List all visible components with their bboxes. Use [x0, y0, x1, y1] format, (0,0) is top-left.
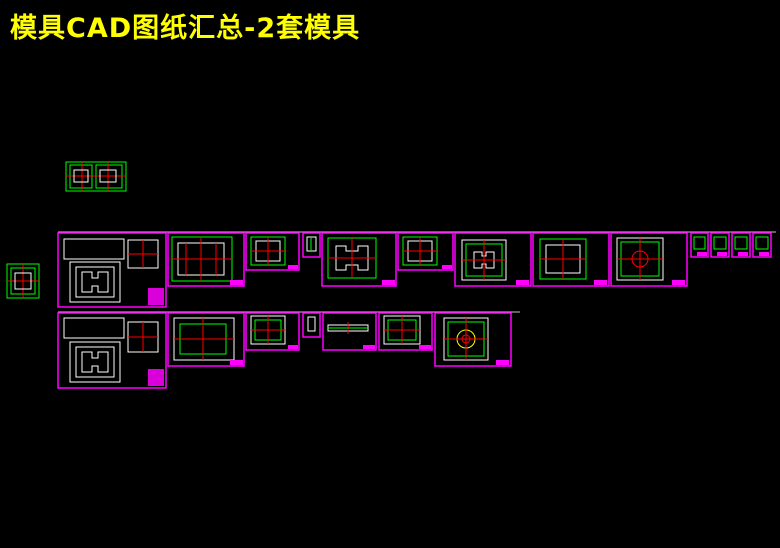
sheet-r1-6[interactable] [397, 232, 454, 271]
sheet-r2-7[interactable] [434, 312, 512, 367]
sheet-r1-3[interactable] [245, 232, 300, 271]
sheet-r1-9[interactable] [610, 232, 688, 287]
sheet-r1-10[interactable] [690, 232, 709, 258]
sheet-r1-5[interactable] [321, 232, 397, 287]
sheet-r1-4[interactable] [302, 232, 321, 258]
sheet-r2-1-assembly[interactable] [57, 312, 167, 389]
sheet-r2-3[interactable] [245, 312, 300, 351]
loose-view-left[interactable] [6, 263, 40, 299]
sheet-r2-5[interactable] [322, 312, 377, 351]
sheet-r1-12[interactable] [731, 232, 751, 258]
page-title: 模具CAD图纸汇总-2套模具 [10, 13, 361, 44]
sheet-r1-1-assembly[interactable] [57, 232, 167, 308]
loose-view-top[interactable] [65, 161, 127, 192]
sheet-r1-2[interactable] [167, 232, 245, 287]
sheet-r2-4[interactable] [302, 312, 321, 338]
sheet-r1-13[interactable] [752, 232, 772, 258]
sheet-r2-2[interactable] [167, 312, 245, 367]
sheet-r2-6[interactable] [378, 312, 433, 351]
sheet-r1-7[interactable] [454, 232, 532, 287]
sheet-r1-11[interactable] [710, 232, 730, 258]
sheet-r1-8[interactable] [532, 232, 610, 287]
